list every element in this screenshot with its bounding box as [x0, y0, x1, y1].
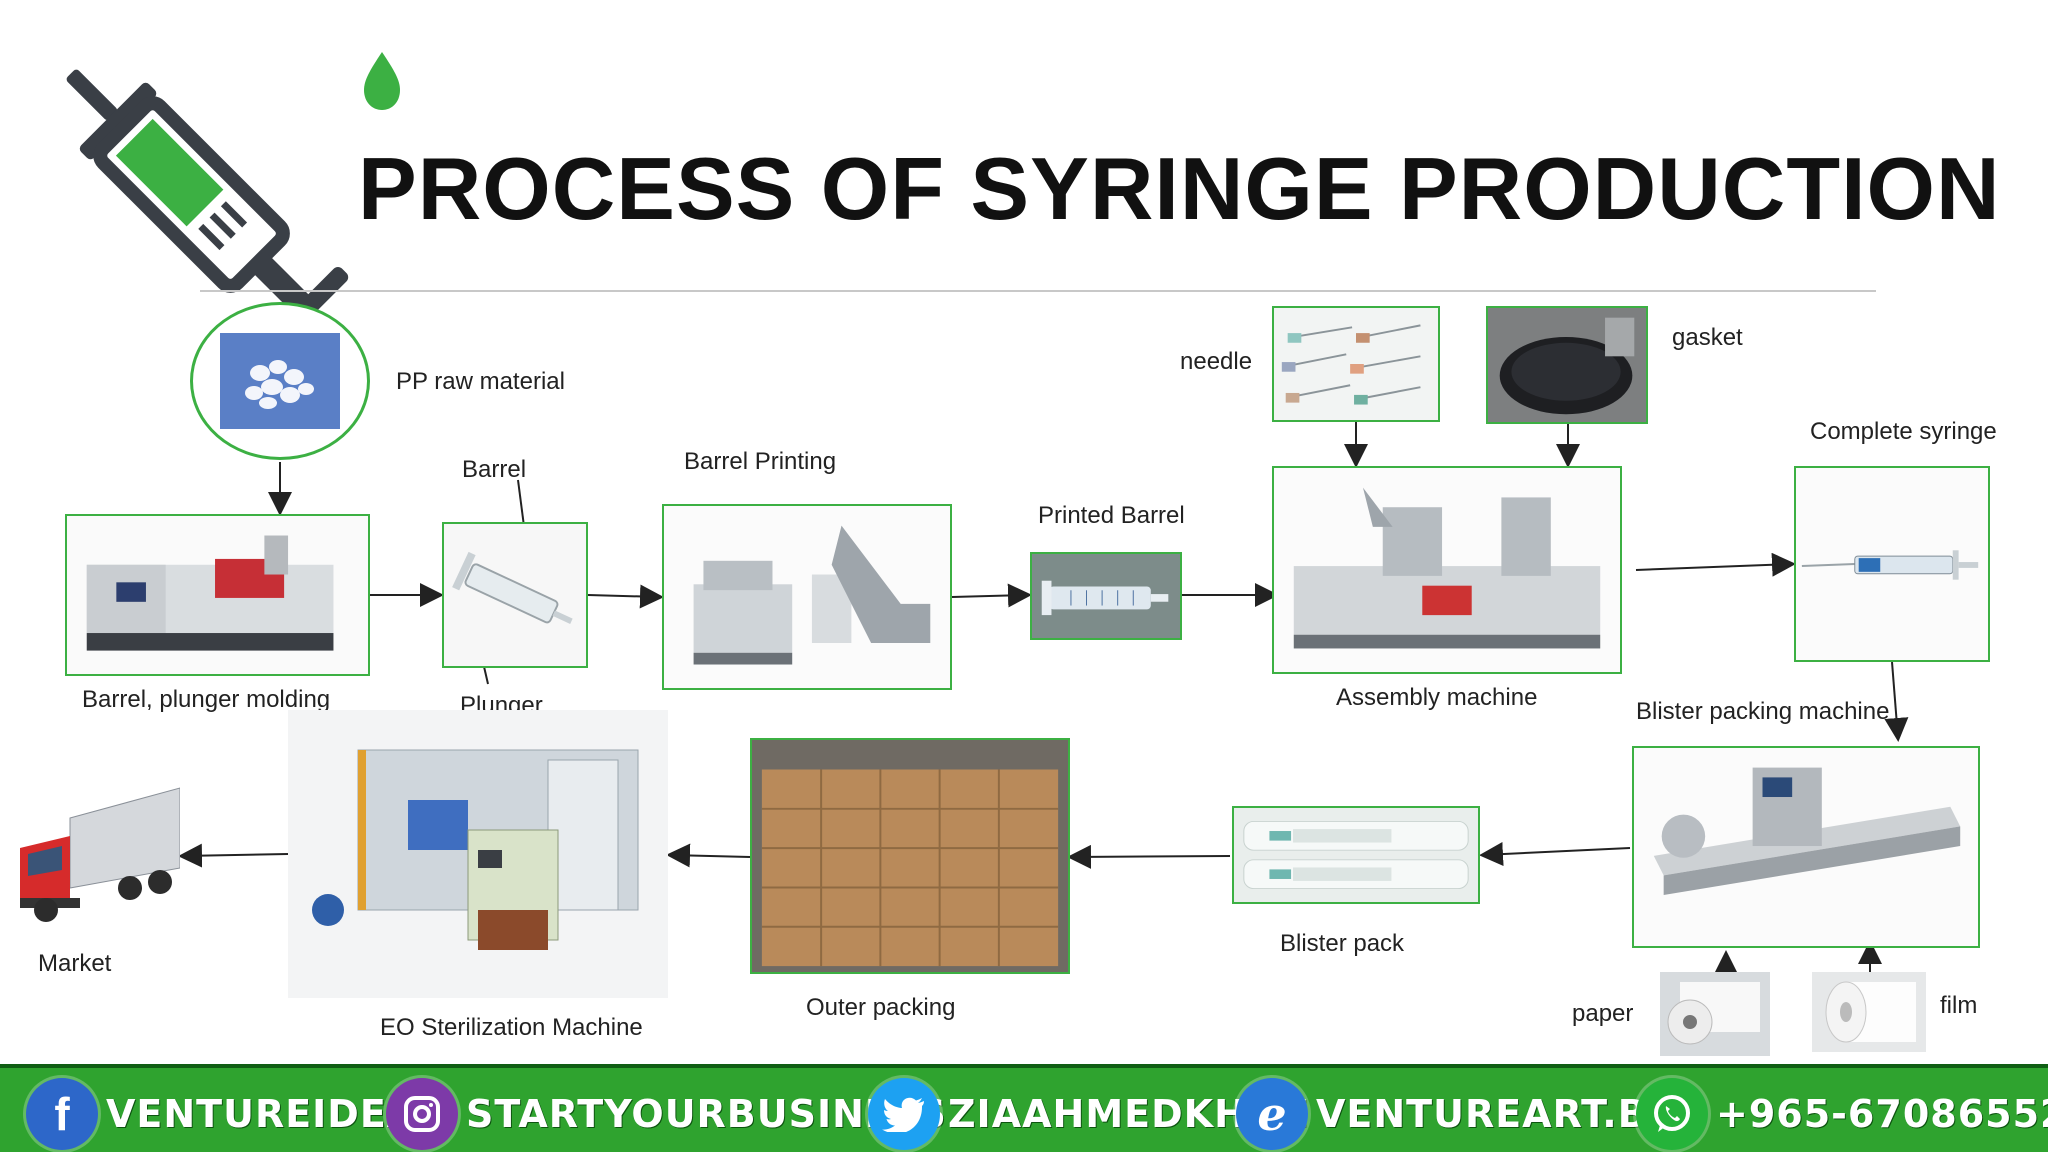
pp-raw-material-image — [190, 302, 370, 460]
needle-label: needle — [1180, 348, 1253, 375]
website-link[interactable]: e VENTUREART.BIZ — [1236, 1076, 1691, 1152]
blister-machine-label: Blister packing machine — [1636, 698, 1890, 725]
title-divider — [200, 290, 1876, 292]
outer-packing-image — [750, 738, 1070, 974]
molding-label: Barrel, plunger molding — [82, 686, 331, 713]
social-footer: f VENTUREIDEAS STARTYOURBUSINESS ZIAAHME… — [0, 1064, 2048, 1152]
film-label: film — [1940, 992, 1978, 1019]
assembly-machine-image — [1272, 466, 1622, 674]
globe-icon: e — [1236, 1078, 1308, 1150]
barrel-printing-image — [662, 504, 952, 690]
instagram-link[interactable]: STARTYOURBUSINESS — [386, 1076, 947, 1152]
facebook-link[interactable]: f VENTUREIDEAS — [26, 1076, 446, 1152]
complete-syringe-label: Complete syringe — [1810, 418, 1997, 445]
website-url: VENTUREART.BIZ — [1316, 1092, 1692, 1136]
whatsapp-icon — [1636, 1078, 1708, 1150]
paper-label: paper — [1572, 1000, 1634, 1027]
blister-pack-label: Blister pack — [1280, 930, 1405, 957]
market-label: Market — [38, 950, 112, 977]
paper-roll-image — [1660, 972, 1770, 1056]
film-roll-image — [1812, 972, 1926, 1052]
molding-machine-image — [65, 514, 370, 676]
plunger-label: Plunger — [460, 692, 543, 714]
facebook-icon: f — [26, 1078, 98, 1150]
pp-raw-material-label: PP raw material — [396, 368, 565, 395]
barrel-label: Barrel — [462, 456, 527, 483]
instagram-handle: STARTYOURBUSINESS — [466, 1092, 947, 1136]
printed-barrel-label: Printed Barrel — [1038, 502, 1185, 529]
blister-pack-image — [1232, 806, 1480, 904]
whatsapp-link[interactable]: +965-67086552 — [1636, 1076, 2048, 1152]
outer-packing-label: Outer packing — [806, 994, 956, 1021]
whatsapp-number: +965-67086552 — [1716, 1092, 2048, 1136]
gasket-image — [1486, 306, 1648, 424]
complete-syringe-image — [1794, 466, 1990, 662]
eo-sterilization-image — [288, 710, 668, 998]
gasket-label: gasket — [1672, 324, 1743, 351]
blister-machine-image — [1632, 746, 1980, 948]
assembly-machine-label: Assembly machine — [1336, 684, 1538, 711]
twitter-icon — [868, 1078, 940, 1150]
barrel-printing-label: Barrel Printing — [684, 448, 837, 475]
printed-barrel-image — [1030, 552, 1182, 640]
barrel-plunger-image — [442, 522, 588, 668]
page-title: PROCESS OF SYRINGE PRODUCTION — [358, 139, 2001, 238]
truck-icon — [10, 778, 181, 928]
eo-sterilization-label: EO Sterilization Machine — [380, 1014, 643, 1041]
instagram-icon — [386, 1078, 458, 1150]
needle-image — [1272, 306, 1440, 422]
